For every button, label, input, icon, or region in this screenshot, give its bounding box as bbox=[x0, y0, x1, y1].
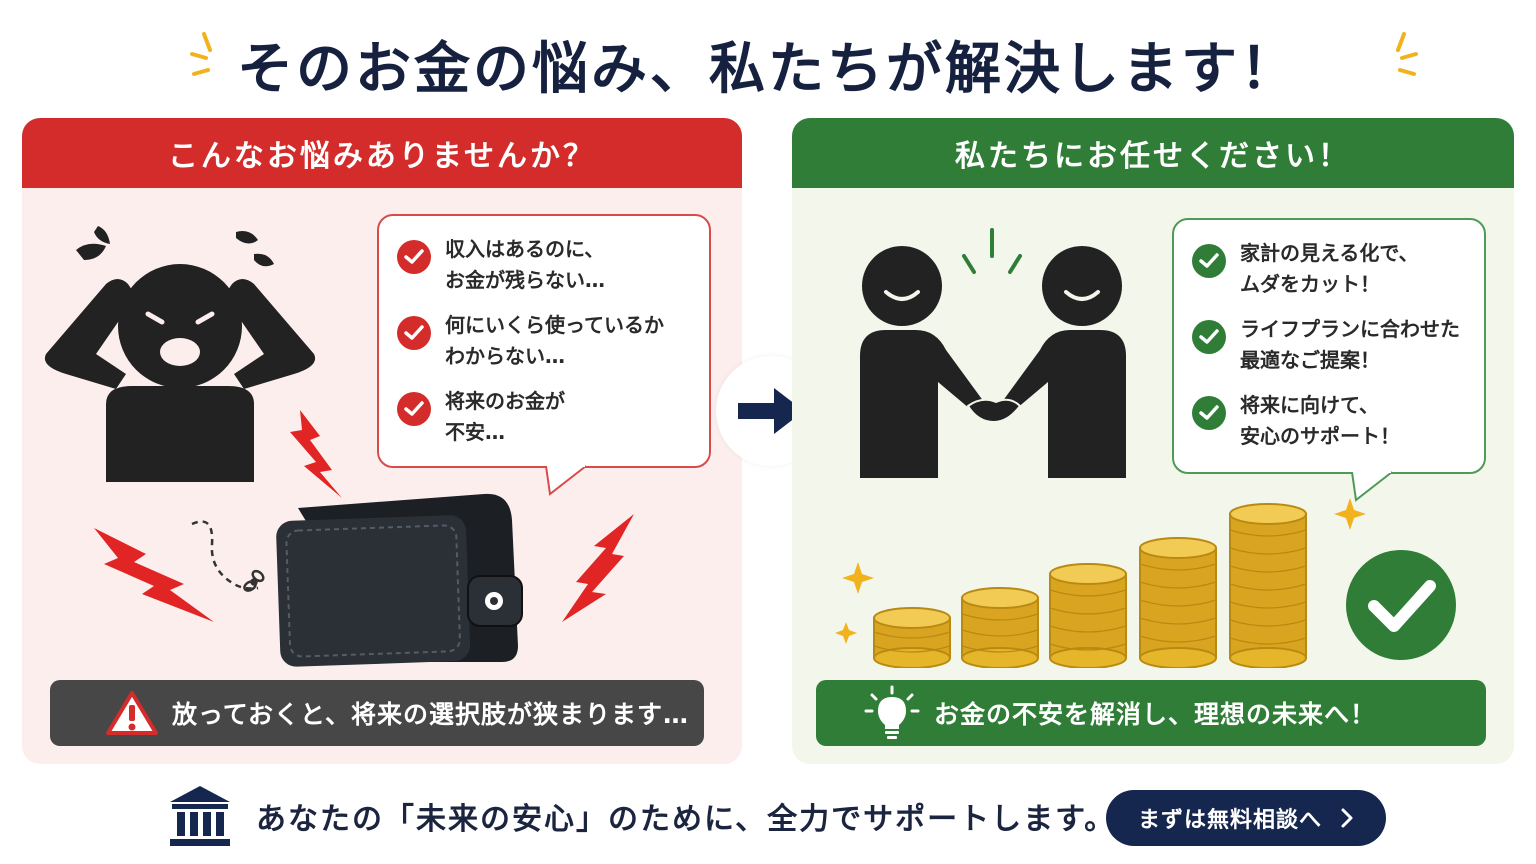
list-item: 家計の見える化で、 ムダをカット！ bbox=[1192, 238, 1468, 300]
bubble-tail bbox=[545, 464, 587, 496]
worried-person-icon bbox=[44, 226, 316, 482]
bottom-section: あなたの「未来の安心」のために、全力でサポートします。 まずは無料相談へ bbox=[0, 784, 1536, 854]
free-consultation-button[interactable]: まずは無料相談へ bbox=[1106, 790, 1386, 846]
title-text: そのお金の悩み、私たちが解決します！ bbox=[237, 37, 1299, 102]
solution-text: お金の不安を解消し、理想の未来へ！ bbox=[934, 700, 1377, 729]
bottom-message: あなたの「未来の安心」のために、全力でサポートします。 bbox=[256, 802, 1117, 837]
sparkle-icon bbox=[1396, 32, 1418, 76]
list-item: 将来のお金が 不安… bbox=[397, 386, 693, 448]
bubble-tail bbox=[1351, 470, 1393, 502]
check-icon bbox=[1192, 244, 1226, 278]
list-item: 将来に向けて、 安心のサポート！ bbox=[1192, 390, 1468, 452]
list-item: 収入はあるのに、 お金が残らない… bbox=[397, 234, 693, 296]
problems-panel: こんなお悩みありませんか？ bbox=[22, 118, 742, 764]
lightning-icon bbox=[562, 514, 634, 622]
cta-label: まずは無料相談へ bbox=[1137, 808, 1322, 833]
item-text: 将来のお金が 不安… bbox=[445, 389, 565, 444]
chevron-right-icon bbox=[1341, 808, 1353, 828]
check-icon bbox=[397, 316, 431, 350]
item-text: 将来に向けて、 安心のサポート！ bbox=[1240, 393, 1400, 448]
lightning-icon bbox=[94, 528, 214, 622]
check-icon bbox=[397, 392, 431, 426]
check-icon bbox=[397, 240, 431, 274]
lightning-icon bbox=[290, 410, 342, 498]
solutions-bubble: 家計の見える化で、 ムダをカット！ ライフプランに合わせた 最適なご提案！ 将来… bbox=[1172, 218, 1486, 474]
list-item: 何にいくら使っているか わからない… bbox=[397, 310, 693, 372]
item-text: ライフプランに合わせた 最適なご提案！ bbox=[1240, 317, 1460, 372]
problems-header: こんなお悩みありませんか？ bbox=[22, 118, 742, 188]
handshake-icon bbox=[860, 228, 1126, 478]
solutions-panel: 私たちにお任せください！ bbox=[792, 118, 1514, 764]
list-item: ライフプランに合わせた 最適なご提案！ bbox=[1192, 314, 1468, 376]
warning-bar: 放っておくと、将来の選択肢が狭まります… bbox=[50, 680, 704, 746]
solutions-header: 私たちにお任せください！ bbox=[792, 118, 1514, 188]
lightbulb-icon bbox=[864, 685, 920, 739]
check-icon bbox=[1192, 320, 1226, 354]
page-title: そのお金の悩み、私たちが解決します！ bbox=[0, 24, 1536, 105]
wallet-icon bbox=[276, 493, 523, 667]
bank-icon bbox=[170, 786, 230, 846]
flying-money-icon bbox=[191, 520, 265, 592]
sparkle-icon bbox=[190, 32, 212, 76]
coin-stack-icon bbox=[835, 498, 1366, 668]
big-check-icon bbox=[1346, 550, 1456, 660]
arrow-right-icon bbox=[738, 388, 804, 434]
warning-icon bbox=[106, 691, 158, 735]
item-text: 収入はあるのに、 お金が残らない… bbox=[445, 237, 605, 292]
check-icon bbox=[1192, 396, 1226, 430]
item-text: 家計の見える化で、 ムダをカット！ bbox=[1240, 241, 1419, 296]
item-text: 何にいくら使っているか わからない… bbox=[445, 313, 664, 368]
solution-bar: お金の不安を解消し、理想の未来へ！ bbox=[816, 680, 1486, 746]
warning-text: 放っておくと、将来の選択肢が狭まります… bbox=[172, 700, 690, 729]
problems-bubble: 収入はあるのに、 お金が残らない… 何にいくら使っているか わからない… 将来の… bbox=[377, 214, 711, 468]
